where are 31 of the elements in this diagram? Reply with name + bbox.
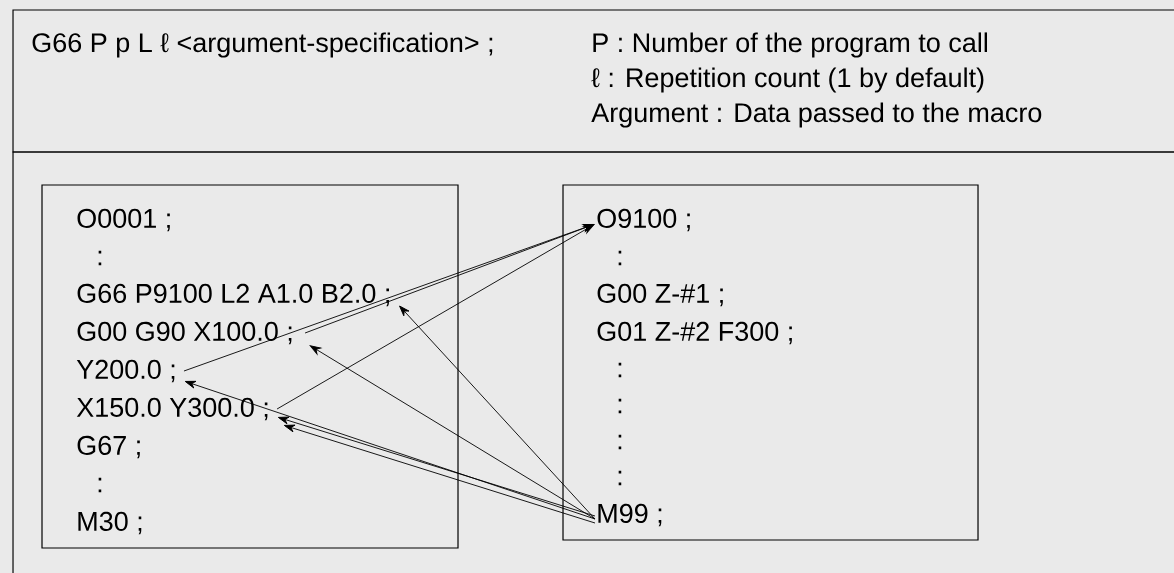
program-box (562, 184, 979, 541)
code-line: M30 ; (78, 511, 142, 535)
syntax-line: G66 P p L ℓ <argument-specification> ; (32, 32, 493, 58)
arrow (283, 424, 596, 524)
arrow (184, 380, 596, 520)
code-line: : (618, 250, 622, 266)
code-line: G00 Z-#1 ; (597, 283, 723, 307)
code-line: Y200.0 ; (76, 359, 175, 383)
parameter-note: P : Number of the program to call (593, 32, 987, 58)
arrow (399, 305, 596, 520)
program-box (41, 184, 459, 549)
parameter-note: ℓ : Repetition count (1 by default) (591, 67, 984, 93)
code-line: : (98, 250, 102, 266)
code-line: G66 P9100 L2 A1.0 B2.0 ; (77, 283, 389, 307)
code-line: : (618, 434, 622, 450)
code-line: X150.0 Y300.0 ; (76, 397, 268, 421)
code-line: : (618, 398, 622, 414)
code-line: G67 ; (77, 435, 140, 459)
code-line: M99 ; (598, 503, 662, 527)
code-line: G01 Z-#2 F300 ; (597, 321, 792, 345)
arrow (276, 224, 595, 410)
code-line: : (98, 477, 102, 493)
code-line: O9100 ; (597, 208, 690, 232)
code-line: G00 G90 X100.0 ; (77, 321, 292, 345)
code-line: O0001 ; (77, 208, 170, 232)
arrow (309, 345, 596, 520)
parameter-note: Argument : Data passed to the macro (591, 102, 1042, 128)
arrow (277, 416, 596, 517)
panel-frame (12, 151, 1174, 573)
code-line: : (618, 362, 622, 378)
code-line: : (618, 470, 622, 486)
